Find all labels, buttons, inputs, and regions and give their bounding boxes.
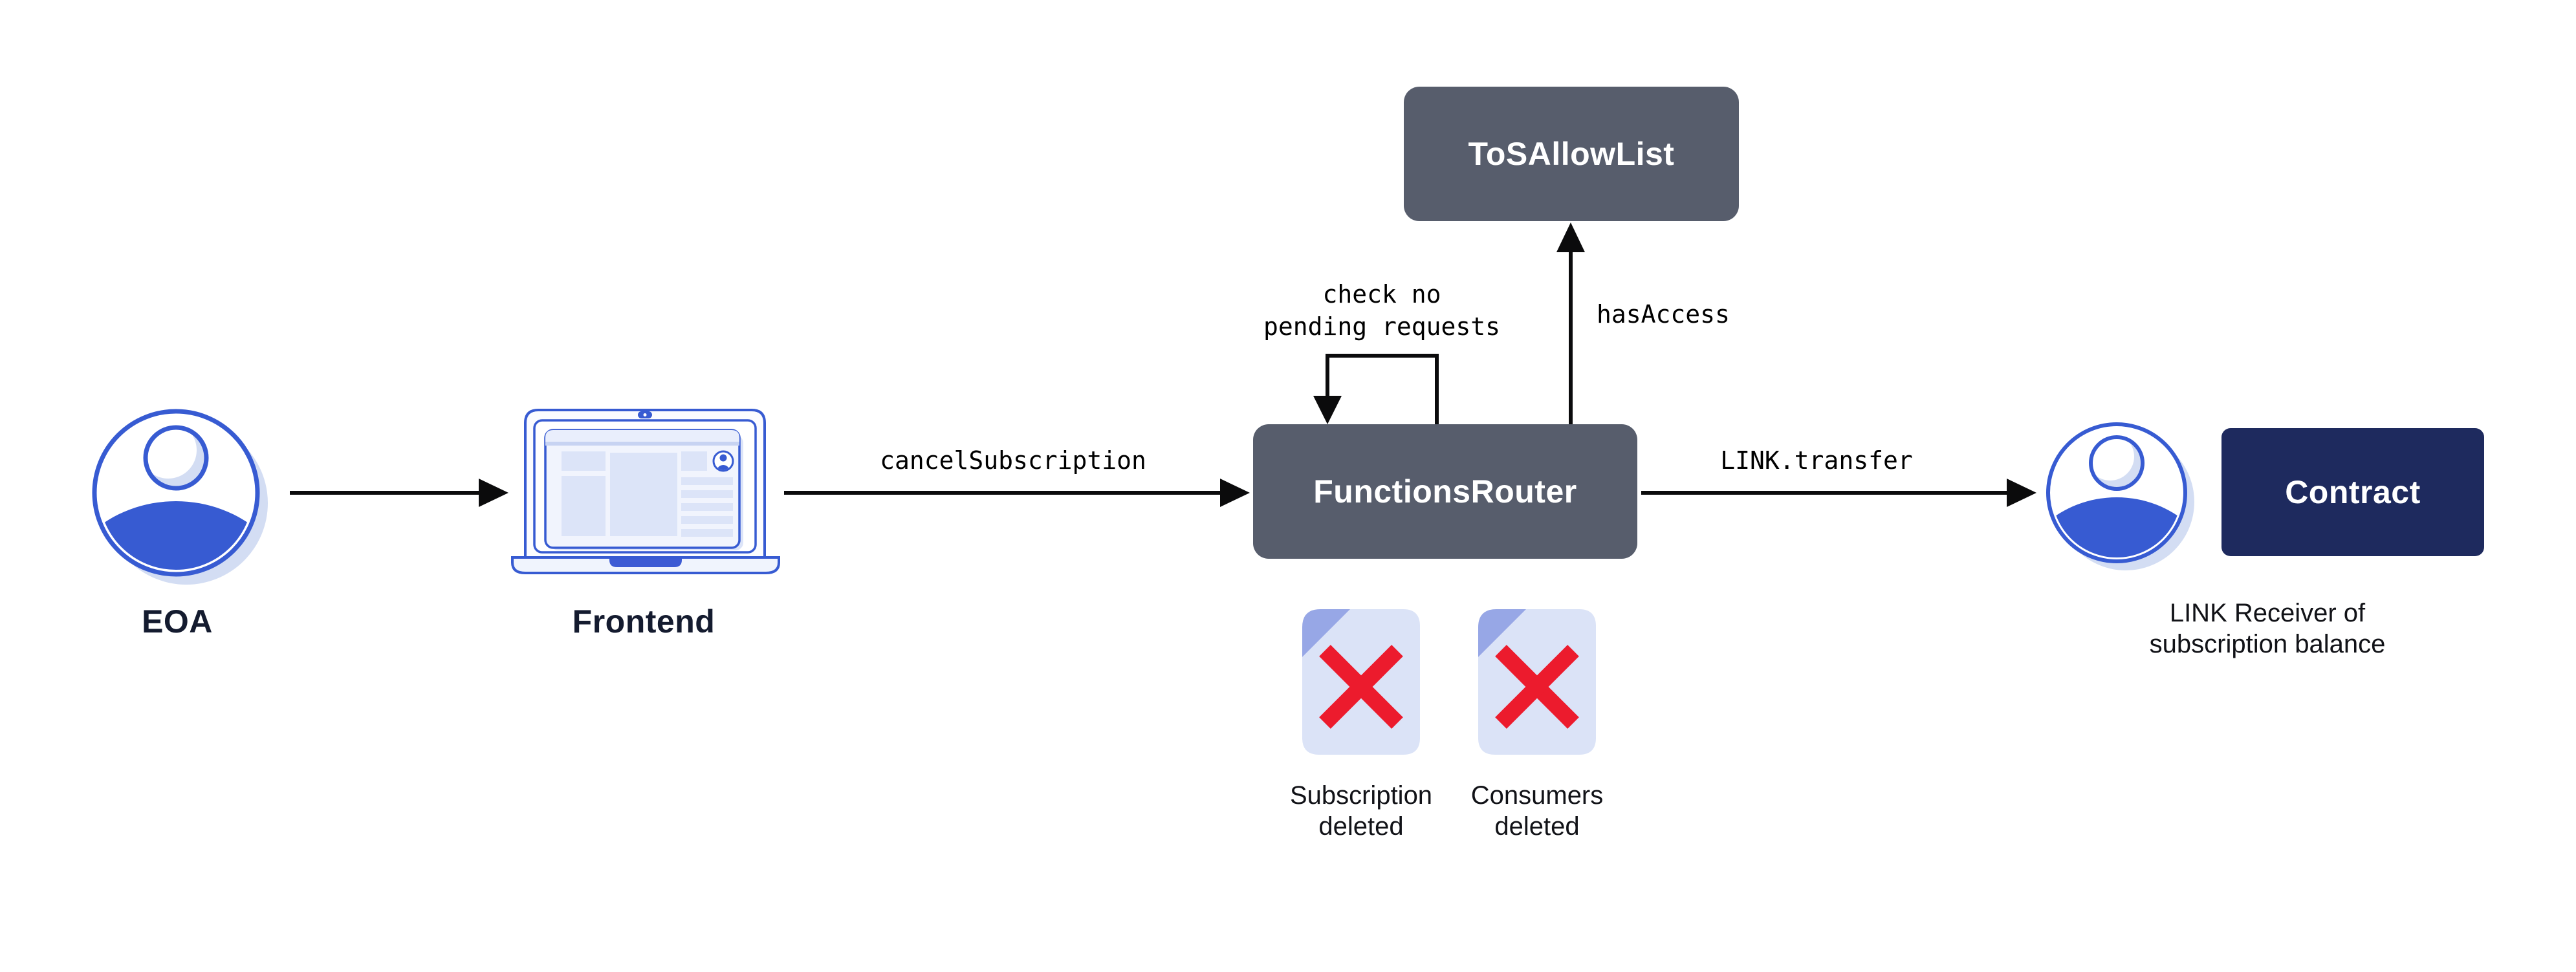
red-x-icon [1495, 645, 1579, 729]
tos-allow-list-box: ToSAllowList [1404, 87, 1739, 221]
has-access-edge-label: hasAccess [1597, 300, 1730, 329]
tos-allow-list-label: ToSAllowList [1468, 136, 1675, 172]
link-receiver-caption: LINK Receiver of subscription balance [2149, 599, 2386, 658]
arrow-router-self-loop [1313, 354, 1439, 426]
eoa-person-avatar-icon [92, 409, 268, 585]
link-transfer-edge-label: LINK.transfer [1720, 446, 1913, 475]
eoa-label: EOA [142, 603, 213, 640]
arrow-eoa-to-frontend [290, 479, 508, 507]
arrow-router-to-tosallowlist [1556, 222, 1585, 426]
arrow-router-to-receiver [1641, 479, 2036, 507]
arrowhead [1313, 396, 1342, 424]
arrowhead [479, 479, 508, 507]
arrow-frontend-to-router [784, 479, 1250, 507]
cancel-subscription-edge-label: cancelSubscription [880, 446, 1146, 475]
arrowhead [2007, 479, 2036, 507]
browser-wireframe-blocks [562, 451, 733, 537]
frontend-laptop-icon [511, 409, 780, 574]
link-receiver-person-avatar-icon [2046, 422, 2194, 570]
functions-router-box: FunctionsRouter [1253, 424, 1637, 559]
arrowhead [1220, 479, 1250, 507]
frontend-label: Frontend [572, 603, 715, 640]
contract-box: Contract [2221, 428, 2484, 556]
subscription-deleted-caption: Subscription deleted [1289, 781, 1433, 841]
browser-user-avatar-icon [712, 450, 734, 472]
check-no-pending-requests-edge-label: check no pending requests [1263, 280, 1501, 341]
functions-router-label: FunctionsRouter [1313, 473, 1577, 510]
contract-label: Contract [2285, 474, 2421, 510]
red-x-icon [1319, 645, 1403, 729]
consumers-deleted-caption: Consumers deleted [1470, 781, 1604, 841]
consumers-deleted-document-x-icon [1478, 609, 1596, 755]
subscription-deleted-document-x-icon [1302, 609, 1420, 755]
arrowhead [1556, 222, 1585, 252]
